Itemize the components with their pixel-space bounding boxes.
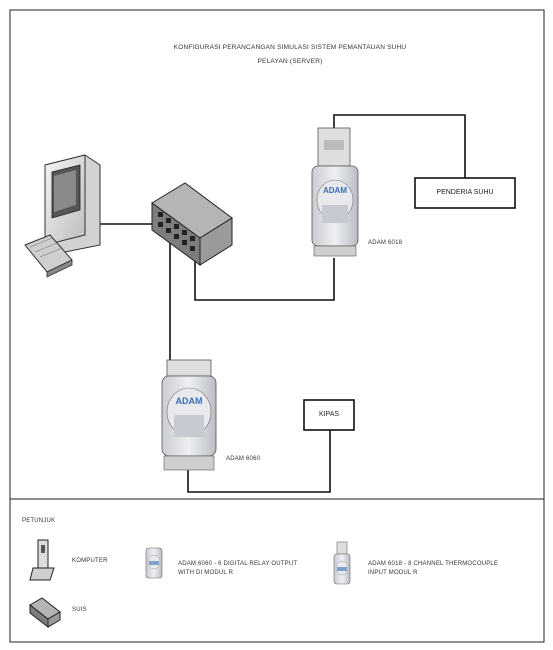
legend-switch-label: SUIS bbox=[72, 607, 87, 613]
relay-box bbox=[303, 399, 355, 431]
network-switch-icon bbox=[151, 182, 233, 266]
legend-adam-6060-label: ADAM 6060 - 6 DIGITAL RELAY OUTPUT WITH … bbox=[178, 561, 298, 576]
legend-switch-icon bbox=[29, 597, 61, 629]
line-adam-bottom-to-relay bbox=[187, 430, 331, 493]
svg-text:ADAM: ADAM bbox=[323, 186, 347, 195]
temperature-sensor-label: PENDERIA SUHU bbox=[436, 189, 494, 196]
computer-icon bbox=[24, 154, 101, 278]
connection-lines bbox=[100, 114, 466, 493]
adam-module-top: ADAM bbox=[311, 127, 359, 257]
line-adam-top-to-sensor bbox=[333, 114, 466, 178]
adam-module-bottom: ADAM bbox=[161, 359, 217, 471]
legend-heading: PETUNJUK bbox=[22, 518, 56, 524]
line-switch-to-adam-top bbox=[194, 258, 335, 301]
diagram-title-line1: KONFIGURASI PERANCANGAN SIMULASI SISTEM … bbox=[173, 44, 407, 51]
legend-adam-6018-label: ADAM 6018 - 8 CHANNEL THERMOCOUPLE INPUT… bbox=[368, 561, 499, 576]
relay-box-label: KIPAS bbox=[318, 411, 340, 418]
adam-bottom-label: ADAM 6060 bbox=[226, 456, 261, 462]
legend-computer-label: KOMPUTER bbox=[72, 558, 108, 564]
diagram-title-line2: PELAYAN (SERVER) bbox=[257, 58, 323, 65]
diagram-border bbox=[9, 9, 545, 643]
legend-adam-6018-icon bbox=[333, 541, 351, 585]
legend-adam-6060-icon bbox=[145, 547, 163, 579]
svg-text:ADAM: ADAM bbox=[176, 396, 203, 406]
temperature-sensor-box bbox=[414, 177, 516, 209]
legend-computer-icon bbox=[29, 539, 55, 581]
adam-top-label: ADAM 6018 bbox=[368, 240, 403, 246]
